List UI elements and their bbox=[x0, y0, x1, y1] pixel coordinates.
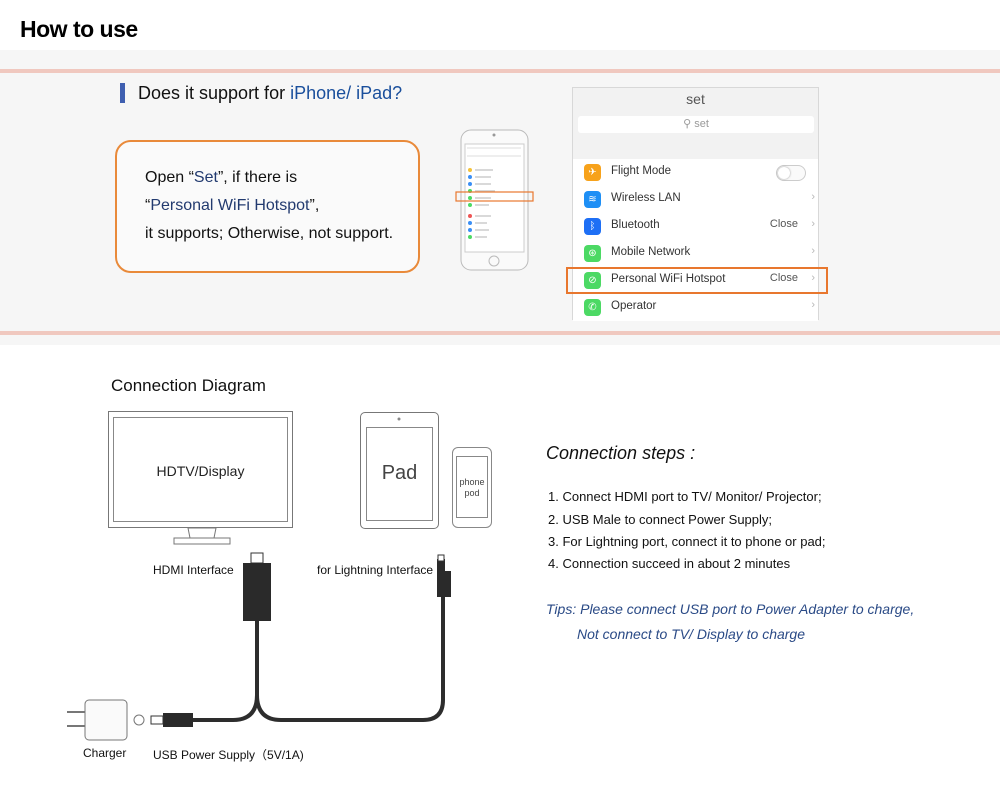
settings-search-input[interactable]: ⚲ set bbox=[578, 116, 814, 133]
tips-line-1: Tips: Please connect USB port to Power A… bbox=[546, 601, 915, 617]
tablet-screen: Pad bbox=[366, 427, 433, 521]
instruction-line-3: it supports; Otherwise, not support. bbox=[145, 225, 394, 242]
question-prefix: Does it support for bbox=[138, 83, 291, 103]
tv-label: HDTV/Display bbox=[156, 463, 245, 479]
question-marker bbox=[120, 83, 125, 103]
lightning-interface-label: for Lightning Interface bbox=[317, 563, 434, 577]
chevron-right-icon: › bbox=[811, 299, 815, 311]
settings-row-label: Bluetooth bbox=[611, 219, 660, 231]
wifi-icon: ≋ bbox=[584, 191, 601, 208]
step-item: 2. USB Male to connect Power Supply; bbox=[548, 512, 773, 527]
settings-title: set bbox=[686, 91, 705, 107]
settings-row-personal-hotspot[interactable]: ⊘ Personal WiFi Hotspot Close › bbox=[573, 267, 818, 294]
usb-cable bbox=[193, 620, 259, 722]
section-divider-bottom bbox=[0, 331, 1000, 335]
lightning-plug-tip bbox=[437, 554, 445, 562]
tablet-device: Pad bbox=[360, 412, 439, 529]
diagram-title: Connection Diagram bbox=[111, 376, 266, 395]
page-title: How to use bbox=[20, 16, 138, 42]
phone-icon: ✆ bbox=[584, 299, 601, 316]
tablet-label: Pad bbox=[381, 462, 418, 484]
steps-title: Connection steps : bbox=[546, 443, 696, 463]
chevron-right-icon: › bbox=[811, 218, 815, 230]
hdmi-interface-label: HDMI Interface bbox=[153, 563, 234, 577]
hotspot-icon: ⊘ bbox=[584, 272, 601, 289]
search-icon: ⚲ bbox=[683, 118, 695, 130]
flight-mode-toggle[interactable] bbox=[776, 165, 806, 181]
tips-line-2: Not connect to TV/ Display to charge bbox=[577, 626, 805, 642]
settings-row-operator[interactable]: ✆ Operator › bbox=[573, 294, 818, 321]
section-divider-top bbox=[0, 69, 1000, 73]
lightning-connector bbox=[437, 571, 451, 597]
step-item: 4. Connection succeed in about 2 minutes bbox=[548, 556, 791, 571]
settings-row-label: Flight Mode bbox=[611, 165, 672, 177]
charger-icon bbox=[84, 699, 128, 741]
usb-plug-tip bbox=[150, 715, 164, 725]
bluetooth-icon: ᛒ bbox=[584, 218, 601, 235]
usb-connector bbox=[163, 713, 193, 727]
settings-row-label: Wireless LAN bbox=[611, 192, 681, 204]
cable-diagram bbox=[67, 552, 451, 741]
instruction-line-2: “Personal WiFi Hotspot”, bbox=[145, 197, 320, 214]
airplane-icon: ✈ bbox=[584, 164, 601, 181]
tv-screen: HDTV/Display bbox=[113, 417, 288, 522]
antenna-icon: ⊛ bbox=[584, 245, 601, 262]
settings-row-value: Close bbox=[769, 218, 798, 230]
charger-label: Charger bbox=[83, 746, 127, 760]
chevron-right-icon: › bbox=[811, 245, 815, 257]
instruction-box bbox=[115, 140, 420, 273]
phone-illustration bbox=[455, 129, 534, 271]
tv-stand bbox=[173, 527, 231, 545]
instruction-line-1: Open “Set”, if there is bbox=[145, 169, 298, 186]
settings-row-label: Mobile Network bbox=[611, 246, 691, 258]
chevron-right-icon: › bbox=[811, 272, 815, 284]
settings-row-label: Personal WiFi Hotspot bbox=[611, 273, 726, 285]
hdmi-connector bbox=[243, 563, 271, 621]
step-item: 3. For Lightning port, connect it to pho… bbox=[548, 534, 826, 549]
lightning-cable bbox=[255, 597, 445, 722]
settings-row-label: Operator bbox=[611, 300, 657, 312]
usb-power-label: USB Power Supply（5V/1A) bbox=[153, 748, 304, 762]
question-device: iPhone/ iPad? bbox=[290, 83, 403, 103]
settings-screen: set ⚲ set ✈ Flight Mode ≋ Wireless LAN ›… bbox=[572, 87, 819, 321]
tv-display: HDTV/Display bbox=[108, 411, 293, 528]
settings-row-wireless-lan[interactable]: ≋ Wireless LAN › bbox=[573, 186, 818, 213]
settings-row-value: Close bbox=[769, 272, 798, 284]
step-item: 1. Connect HDMI port to TV/ Monitor/ Pro… bbox=[548, 489, 822, 504]
settings-row-bluetooth[interactable]: ᛒ Bluetooth Close › bbox=[573, 213, 818, 240]
chevron-right-icon: › bbox=[811, 191, 815, 203]
settings-row-flight-mode[interactable]: ✈ Flight Mode bbox=[573, 159, 818, 186]
hotspot-highlight bbox=[566, 267, 828, 294]
support-question: Does it support for iPhone/ iPad? bbox=[138, 83, 402, 104]
hdmi-plug-tip bbox=[250, 552, 264, 564]
tablet-camera bbox=[397, 417, 401, 421]
settings-row-mobile-network[interactable]: ⊛ Mobile Network › bbox=[573, 240, 818, 267]
